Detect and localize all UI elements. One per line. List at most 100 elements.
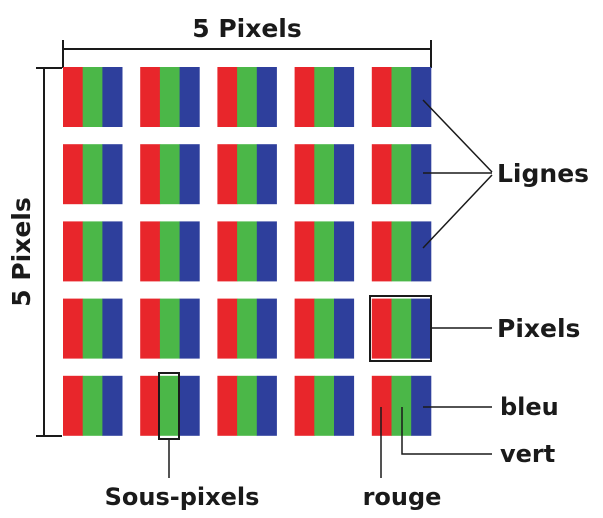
subpixel-blue — [179, 375, 200, 436]
pixel — [63, 375, 123, 436]
subpixel-blue — [334, 144, 355, 205]
leader-lines — [168, 99, 493, 478]
subpixel-green — [159, 144, 180, 205]
pixel — [371, 375, 432, 436]
subpixel-red — [63, 144, 84, 205]
subpixel-green — [391, 298, 412, 359]
pixel — [371, 298, 432, 359]
subpixel-blue — [256, 375, 277, 436]
subpixel-green — [159, 67, 180, 127]
subpixel-blue — [411, 375, 432, 436]
pixel — [140, 144, 200, 205]
subpixel-blue — [334, 67, 355, 127]
pixel — [294, 375, 355, 436]
subpixel-blue — [256, 67, 277, 127]
pixel — [217, 221, 277, 282]
subpixel-blue — [334, 375, 355, 436]
subpixel-red — [63, 221, 84, 282]
subpixel-green — [391, 144, 412, 205]
subpixel-blue — [102, 67, 123, 127]
subpixel-red — [217, 221, 238, 282]
subpixel-blue — [179, 298, 200, 359]
pixel — [294, 144, 355, 205]
pixel — [63, 298, 123, 359]
subpixel-blue — [256, 221, 277, 282]
subpixel-red — [217, 375, 238, 436]
subpixel-blue — [179, 144, 200, 205]
left-dimension-label: 5 Pixels — [7, 197, 36, 307]
subpixels-label: Sous-pixels — [105, 483, 260, 511]
subpixel-red — [140, 144, 161, 205]
subpixel-green — [159, 298, 180, 359]
subpixel-red — [294, 221, 315, 282]
pixel — [63, 221, 123, 282]
subpixel-green — [82, 375, 103, 436]
subpixel-red — [294, 67, 315, 127]
subpixel-green — [82, 67, 103, 127]
pixel — [294, 298, 355, 359]
subpixel-green — [314, 221, 335, 282]
pixel — [371, 221, 432, 282]
subpixel-blue — [334, 221, 355, 282]
subpixel-blue — [102, 298, 123, 359]
subpixel-blue — [411, 144, 432, 205]
subpixel-red — [217, 144, 238, 205]
pixel — [217, 144, 277, 205]
pixel — [217, 298, 277, 359]
subpixel-red — [294, 144, 315, 205]
subpixel-green — [314, 144, 335, 205]
green-leader — [401, 407, 492, 455]
subpixel-red — [217, 298, 238, 359]
pixel — [140, 375, 200, 436]
pixel — [140, 298, 200, 359]
pixel — [217, 67, 277, 127]
lines-leader-1 — [422, 99, 493, 173]
subpixel-blue — [102, 375, 123, 436]
subpixel-blue — [256, 144, 277, 205]
subpixel-red — [63, 375, 84, 436]
subpixel-green — [82, 221, 103, 282]
subpixel-blue — [179, 67, 200, 127]
subpixel-red — [140, 298, 161, 359]
pixel — [371, 67, 432, 127]
subpixel-red — [63, 298, 84, 359]
subpixel-red — [371, 221, 392, 282]
subpixel-red — [217, 67, 238, 127]
subpixel-blue — [411, 221, 432, 282]
subpixel-green — [314, 298, 335, 359]
subpixel-blue — [102, 221, 123, 282]
top-dimension-label: 5 Pixels — [192, 14, 302, 43]
left-dimension-bracket — [36, 67, 62, 437]
subpixel-red — [294, 298, 315, 359]
blue-label: bleu — [500, 393, 559, 421]
pixel — [217, 375, 277, 436]
lines-leader-3 — [422, 174, 493, 249]
subpixel-red — [63, 67, 84, 127]
subpixel-blue — [256, 298, 277, 359]
pixel — [140, 67, 200, 127]
subpixel-red — [371, 298, 392, 359]
subpixel-red — [371, 144, 392, 205]
subpixel-green — [237, 67, 258, 127]
subpixel-green — [391, 221, 412, 282]
pixel — [140, 221, 200, 282]
subpixel-blue — [102, 144, 123, 205]
subpixel-red — [294, 375, 315, 436]
subpixel-green — [314, 67, 335, 127]
pixel — [371, 144, 432, 205]
pixel-grid — [63, 67, 432, 436]
subpixel-green — [314, 375, 335, 436]
subpixel-blue — [179, 221, 200, 282]
subpixel-blue — [334, 298, 355, 359]
subpixel-green — [237, 221, 258, 282]
subpixel-red — [140, 67, 161, 127]
subpixel-red — [371, 375, 392, 436]
subpixel-green — [82, 144, 103, 205]
subpixel-red — [140, 375, 161, 436]
pixel — [294, 67, 355, 127]
subpixel-red — [140, 221, 161, 282]
pixel — [63, 67, 123, 127]
subpixel-green — [237, 298, 258, 359]
subpixel-green — [237, 375, 258, 436]
